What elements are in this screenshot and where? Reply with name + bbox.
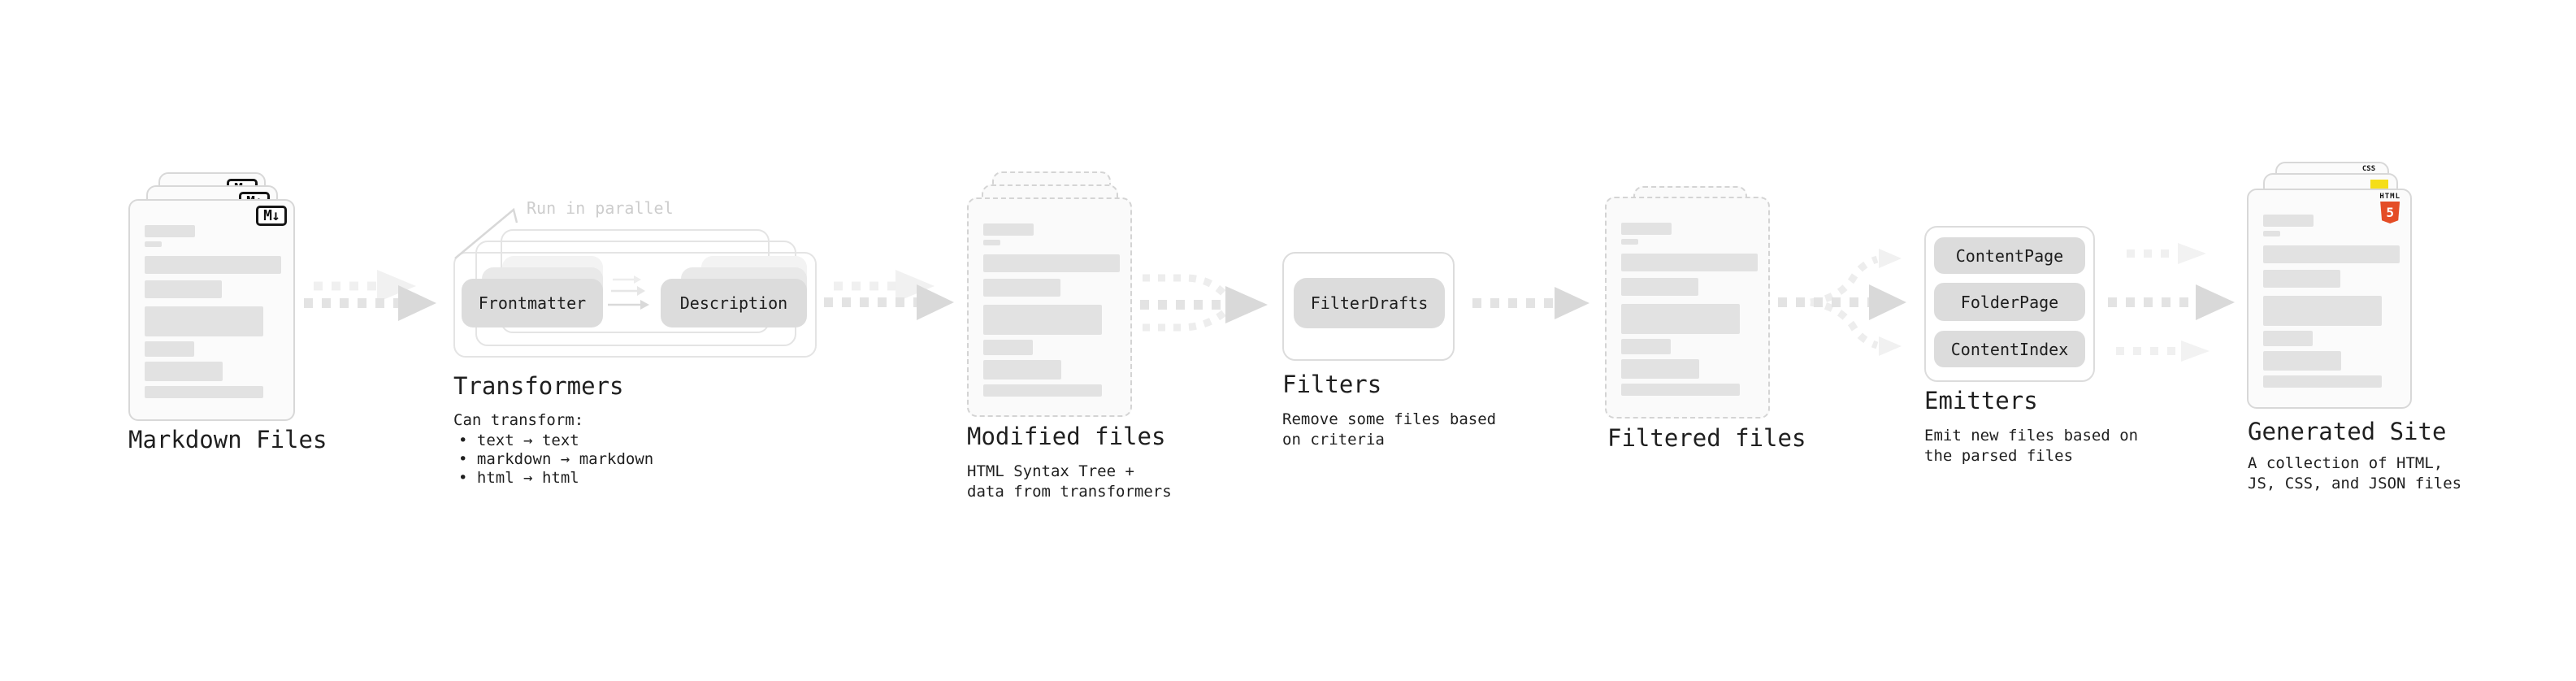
skeleton-bar — [2263, 296, 2382, 326]
markdown-badge-icon: M↓ — [256, 206, 287, 226]
html5-icon: HTML 5 — [2379, 193, 2400, 223]
skeleton-bar — [983, 223, 1034, 236]
desc-line: JS, CSS, and JSON files — [2248, 475, 2462, 492]
filterdrafts-pill: FilterDrafts — [1294, 278, 1445, 328]
arrow-emitters-to-generated — [2108, 243, 2235, 362]
filtered-files-label: Filtered files — [1607, 424, 1806, 452]
skeleton-bar — [145, 280, 222, 298]
folderpage-pill: FolderPage — [1934, 283, 2085, 321]
skeleton-bar — [145, 386, 263, 398]
skeleton-bar — [983, 360, 1061, 380]
generated-file-card-html: HTML 5 — [2247, 189, 2412, 409]
skeleton-bar — [145, 241, 162, 247]
skeleton-bar — [145, 306, 263, 336]
skeleton-bar — [1621, 339, 1671, 354]
desc-line: HTML Syntax Tree + — [967, 462, 1134, 480]
frontmatter-pill: Frontmatter — [462, 279, 603, 327]
transformers-bullets: • text → text • markdown → markdown • ht… — [458, 432, 653, 488]
transformers-desc-title: Can transform: — [453, 411, 584, 429]
skeleton-bar — [2263, 270, 2340, 288]
desc-line: data from transformers — [967, 483, 1172, 501]
bullet-item: • html → html — [458, 469, 579, 487]
desc-line: Emit new files based on — [1924, 427, 2139, 445]
desc-line: A collection of HTML, — [2248, 454, 2444, 472]
emitters-desc: Emit new files based on the parsed files — [1924, 426, 2138, 466]
skeleton-bar — [145, 341, 194, 357]
skeleton-bar — [1621, 223, 1672, 235]
modified-files-label: Modified files — [967, 423, 1166, 450]
filtered-file-card — [1605, 197, 1770, 419]
desc-line: Remove some files based — [1282, 410, 1497, 428]
arrow-markdown-to-transformers — [304, 270, 436, 321]
transformers-label: Transformers — [453, 372, 624, 400]
skeleton-bar — [983, 384, 1102, 397]
skeleton-bar — [2263, 245, 2400, 263]
arrow-modified-to-filters — [1140, 274, 1268, 332]
skeleton-bar — [983, 340, 1033, 355]
css-icon-label: CSS — [2361, 165, 2376, 173]
description-pill: Description — [661, 279, 807, 327]
html5-icon-wordmark: HTML — [2379, 193, 2400, 201]
run-in-parallel-callout-line — [454, 207, 518, 259]
skeleton-bar — [2263, 231, 2280, 236]
run-in-parallel-note: Run in parallel — [527, 198, 674, 218]
skeleton-bar — [2263, 331, 2313, 346]
skeleton-bar — [145, 362, 223, 381]
html5-icon-shield: 5 — [2380, 202, 2400, 223]
contentpage-pill: ContentPage — [1934, 237, 2085, 274]
skeleton-bar — [983, 254, 1120, 272]
modified-file-card — [967, 197, 1132, 417]
modified-files-desc: HTML Syntax Tree + data from transformer… — [967, 462, 1172, 502]
filters-desc: Remove some files based on criteria — [1282, 410, 1496, 450]
transformer-frame-front — [453, 252, 817, 358]
bullet-item: • markdown → markdown — [458, 450, 654, 468]
skeleton-bar — [1621, 359, 1699, 379]
desc-line: on criteria — [1282, 431, 1385, 449]
skeleton-bar — [2263, 351, 2341, 371]
filters-label: Filters — [1282, 371, 1382, 398]
arrow-transformers-to-modified — [824, 270, 954, 320]
skeleton-bar — [983, 240, 1000, 245]
arrow-filters-to-filtered — [1472, 287, 1589, 319]
skeleton-bar — [145, 256, 281, 274]
bullet-item: • text → text — [458, 432, 579, 449]
skeleton-bar — [983, 305, 1102, 335]
skeleton-bar — [1621, 304, 1740, 334]
skeleton-bar — [1621, 384, 1740, 396]
markdown-files-label: Markdown Files — [128, 426, 327, 453]
skeleton-bar — [983, 279, 1060, 297]
skeleton-bar — [2263, 215, 2314, 227]
js-icon — [2370, 180, 2388, 189]
skeleton-bar — [145, 225, 195, 237]
emitters-label: Emitters — [1924, 387, 2038, 414]
skeleton-bar — [1621, 278, 1698, 296]
generated-site-label: Generated Site — [2248, 418, 2447, 445]
skeleton-bar — [2263, 375, 2382, 388]
skeleton-bar — [1621, 254, 1758, 271]
transform-mini-arrows-icon — [608, 275, 649, 310]
arrow-filtered-to-emitters — [1778, 249, 1906, 356]
generated-site-desc: A collection of HTML, JS, CSS, and JSON … — [2248, 453, 2461, 494]
skeleton-bar — [1621, 239, 1638, 245]
contentindex-pill: ContentIndex — [1934, 331, 2085, 367]
desc-line: the parsed files — [1924, 447, 2074, 465]
markdown-file-card: M↓ — [128, 199, 295, 421]
